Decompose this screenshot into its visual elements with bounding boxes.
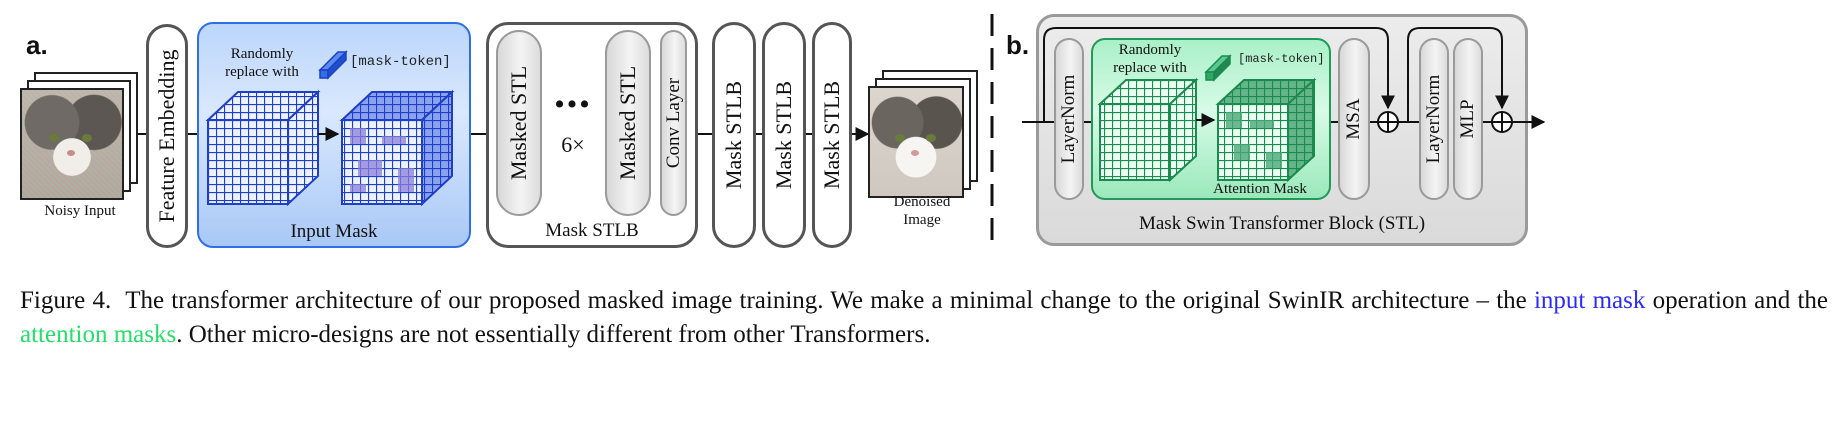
stl-group-title: Mask STLB (545, 220, 639, 241)
add-icon-2 (1491, 111, 1513, 133)
panel-a-letter: a. (26, 30, 48, 60)
attention-cube-icon (1097, 77, 1199, 183)
masked-cube-icon (339, 89, 455, 207)
denoised-cat-image (868, 86, 964, 198)
msa-block: MSA (1338, 38, 1370, 200)
noisy-input-stack (20, 72, 138, 200)
input-mask-replace-line2: replace with (225, 64, 299, 80)
mask-token-icon-blue (318, 50, 348, 80)
denoised-label-line1: Denoised (893, 194, 951, 210)
attention-replace-line2: replace with (1113, 60, 1187, 76)
ellipsis-dots: ••• (554, 88, 592, 121)
feature-embedding-block: Feature Embedding (146, 24, 188, 248)
mask-stlb-block-2: Mask STLB (762, 22, 806, 248)
caption-text-3: . Other micro-designs are not essentiall… (176, 321, 931, 348)
figure-caption: Figure 4. The transformer architecture o… (20, 284, 1828, 352)
layernorm-block-2: LayerNorm (1419, 38, 1449, 200)
caption-figure-label: Figure 4. (20, 287, 112, 314)
noisy-input-label: Noisy Input (44, 203, 116, 219)
caption-text-1: The transformer architecture of our prop… (125, 287, 1527, 314)
input-cube-icon (205, 89, 321, 207)
mask-token-icon-green (1204, 54, 1232, 82)
masked-stl-block-2: Masked STL (605, 30, 651, 216)
noisy-cat-image (20, 88, 124, 200)
add-icon-1 (1377, 111, 1399, 133)
input-mask-token-label: [mask-token] (350, 54, 451, 70)
caption-text-2: operation and the (1652, 287, 1829, 314)
attention-token-label: [mask-token] (1238, 52, 1325, 66)
attention-masked-cube-icon (1215, 77, 1317, 183)
denoised-image-stack (868, 70, 978, 198)
input-mask-title: Input Mask (290, 221, 378, 242)
attention-replace-line1: Randomly (1118, 42, 1182, 58)
caption-highlight-input-mask: input mask (1533, 287, 1646, 314)
mlp-block: MLP (1453, 38, 1483, 200)
mask-stlb-block-3: Mask STLB (812, 22, 852, 248)
conv-layer-block: Conv Layer (660, 30, 687, 216)
layernorm-block-1: LayerNorm (1054, 38, 1084, 200)
panel-b-letter: b. (1006, 30, 1030, 60)
input-mask-replace-line1: Randomly (230, 46, 294, 62)
repeat-count-label: 6× (561, 132, 585, 157)
stl-detail-title: Mask Swin Transformer Block (STL) (1138, 213, 1426, 234)
caption-highlight-attention-masks: attention masks (20, 321, 177, 348)
attention-mask-label: Attention Mask (1213, 181, 1307, 197)
masked-stl-block-1: Masked STL (496, 30, 542, 216)
mask-stlb-block-1: Mask STLB (712, 22, 756, 248)
denoised-label-line2: Image (903, 212, 941, 228)
